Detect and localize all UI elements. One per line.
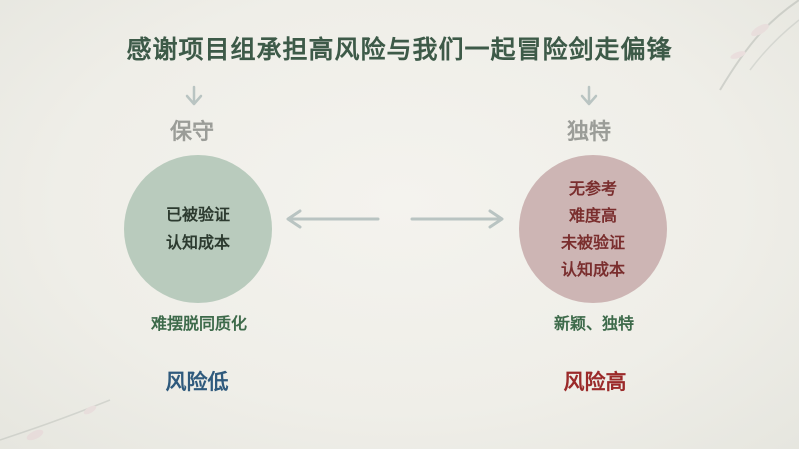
note-unique: 新颖、独特 bbox=[553, 314, 634, 333]
note-conservative: 难摆脱同质化 bbox=[150, 314, 247, 333]
heading-unique: 独特 bbox=[566, 119, 611, 145]
page-title: 感谢项目组承担高风险与我们一起冒险剑走偏锋 bbox=[126, 35, 673, 64]
heading-conservative: 保守 bbox=[169, 119, 214, 145]
arrow-left-icon bbox=[286, 209, 380, 229]
circle-line: 未被验证 bbox=[560, 233, 625, 252]
corner-decoration-bottom-left bbox=[0, 399, 111, 441]
circle-line: 认知成本 bbox=[560, 260, 625, 279]
risk-high-label: 风险高 bbox=[563, 369, 627, 394]
circle-line: 已被验证 bbox=[165, 205, 230, 224]
risk-low-label: 风险低 bbox=[165, 369, 229, 394]
circle-unique: 无参考 难度高 未被验证 认知成本 bbox=[519, 155, 667, 303]
circle-conservative: 已被验证 认知成本 bbox=[124, 155, 272, 303]
arrow-down-icon bbox=[580, 85, 598, 106]
arrow-right-icon bbox=[410, 209, 504, 229]
arrow-down-icon bbox=[185, 85, 203, 106]
corner-decoration-top-right bbox=[719, 0, 799, 91]
circle-line: 认知成本 bbox=[165, 233, 230, 252]
circle-line: 难度高 bbox=[568, 206, 617, 225]
circle-line: 无参考 bbox=[568, 179, 617, 198]
